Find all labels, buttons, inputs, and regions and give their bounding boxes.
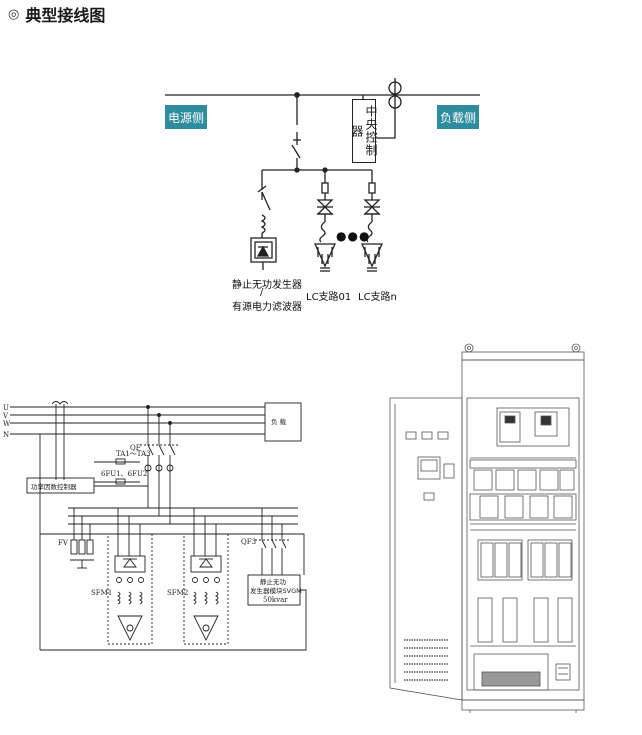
load-label: 负 载: [271, 417, 287, 426]
ta-label: TA1～TA3: [116, 450, 151, 458]
svg-apf-separator: /: [260, 287, 264, 298]
cabinet-schematic: [10, 401, 307, 651]
section-heading: ◎ 典型接线图: [8, 3, 105, 25]
heading-title: 典型接线图: [25, 6, 106, 25]
fu-label: 6FU1、6FU2: [101, 470, 147, 478]
svg-module-label: 50kvar: [263, 596, 288, 604]
svg-apf-label: 有源电力滤波器: [232, 302, 302, 313]
qf-label: QF: [130, 444, 141, 452]
phase-label: V: [2, 412, 9, 420]
lc-branch-01-label: LC支路01: [306, 292, 352, 303]
qf3-label: QF3: [241, 538, 256, 546]
svg-module-label: 静止无功: [260, 577, 287, 586]
sfm2-label: SFM2: [167, 589, 188, 597]
top-single-line-diagram: [165, 78, 480, 272]
fv-label: FV: [58, 539, 69, 547]
source-side-tag: 电源侧: [165, 105, 207, 129]
sfm1-label: SFM1: [91, 589, 112, 597]
pf-controller-label: 功率因数控制器: [31, 482, 77, 491]
phase-label: W: [3, 420, 11, 428]
cabinet-drawing: [389, 343, 585, 713]
load-side-tag: 负载侧: [437, 105, 479, 129]
lc-branch-n-label: LC支路n: [358, 292, 397, 303]
svg-apf-label: 静止无功发生器: [232, 280, 302, 291]
phase-label: N: [3, 431, 9, 439]
central-controller-box: 中央控制器: [350, 99, 378, 163]
svg-module-label: 发生器模块SVGM: [250, 586, 302, 595]
more-branches-dots: ●●●: [336, 229, 371, 243]
bullseye-icon: ◎: [8, 6, 20, 22]
phase-label: U: [3, 404, 9, 412]
